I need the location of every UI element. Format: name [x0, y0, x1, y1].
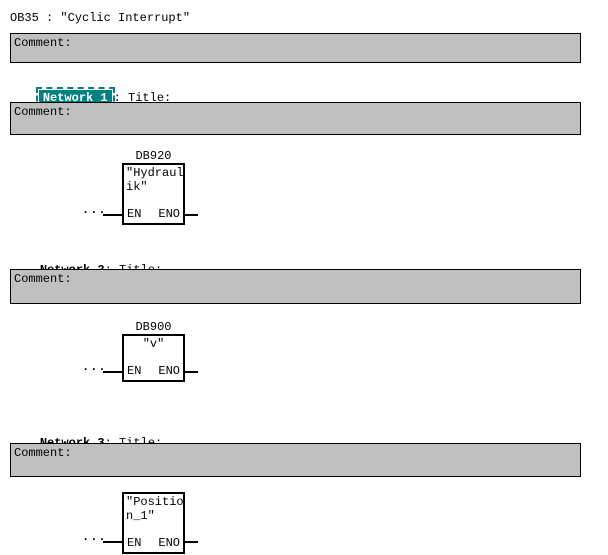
- network-1-comment-box[interactable]: Comment:: [10, 102, 581, 135]
- network-3-comment-box[interactable]: Comment:: [10, 443, 581, 477]
- ob-title: OB35 : "Cyclic Interrupt": [10, 11, 191, 25]
- network-2-instance-db-label[interactable]: DB900: [135, 320, 172, 334]
- network-2-fb-block[interactable]: "v" EN ENO: [122, 334, 185, 382]
- rail-continuation-dots: ...: [82, 530, 107, 544]
- eno-output-wire: [185, 541, 198, 543]
- rail-continuation-dots: ...: [82, 360, 107, 374]
- network-2-comment-box[interactable]: Comment:: [10, 269, 581, 304]
- en-pin-label: EN: [127, 364, 142, 378]
- eno-pin-label: ENO: [158, 207, 180, 221]
- eno-pin-label: ENO: [158, 364, 180, 378]
- eno-output-wire: [185, 214, 198, 216]
- en-pin-label: EN: [127, 207, 142, 221]
- ob-comment-label: Comment:: [14, 36, 72, 50]
- network-1-title[interactable]: : Title:: [113, 91, 172, 105]
- eno-output-wire: [185, 371, 198, 373]
- network-2-comment-label: Comment:: [14, 272, 72, 286]
- en-pin-label: EN: [127, 536, 142, 550]
- ob-comment-box[interactable]: Comment:: [10, 33, 581, 63]
- network-3-comment-label: Comment:: [14, 446, 72, 460]
- en-input-wire: [103, 371, 122, 373]
- fb-block-name: "v": [142, 337, 165, 351]
- eno-pin-label: ENO: [158, 536, 180, 550]
- network-1-instance-db-label[interactable]: DB920: [135, 149, 172, 163]
- en-input-wire: [103, 214, 122, 216]
- network-1-comment-label: Comment:: [14, 105, 72, 119]
- rail-continuation-dots: ...: [82, 203, 107, 217]
- en-input-wire: [103, 541, 122, 543]
